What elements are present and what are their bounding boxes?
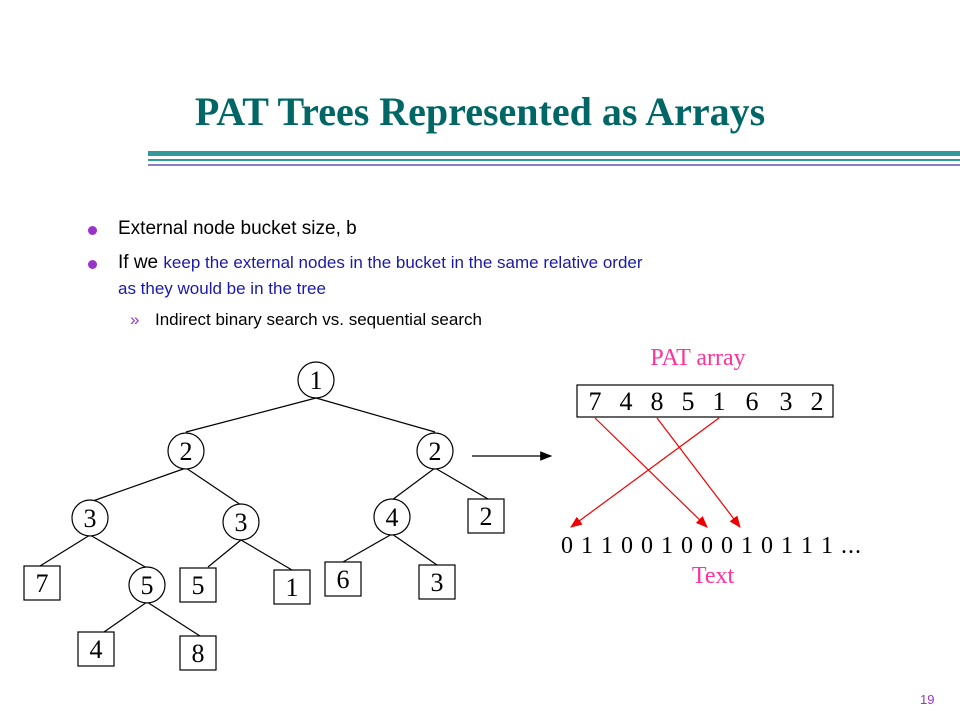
title-rule-purple xyxy=(148,164,960,166)
text-bit-string: 0 1 1 0 0 1 0 0 0 1 0 1 1 1 ... xyxy=(561,533,862,559)
sub-bullet-text: Indirect binary search vs. sequential se… xyxy=(155,310,482,329)
bullet-text: External node bucket size, b xyxy=(118,218,357,239)
pat-array-cell: 7 xyxy=(589,387,602,416)
internal-node xyxy=(71,499,109,537)
tree-edge xyxy=(391,467,436,501)
tree-edge xyxy=(342,533,393,563)
text-label: Text xyxy=(692,563,735,589)
pat-array xyxy=(576,384,834,418)
pat-array-frame xyxy=(576,384,834,418)
tree-edge xyxy=(89,467,187,503)
internal-nodes xyxy=(71,361,454,604)
bullet-bucket-size: External node bucket size, b xyxy=(88,218,888,240)
external-node xyxy=(467,498,505,534)
bullet-dot-icon xyxy=(88,260,97,269)
bullet-relative-order: If we keep the external nodes in the buc… xyxy=(88,250,888,302)
tree-edge xyxy=(207,539,242,568)
pat-array-cell: 6 xyxy=(746,387,759,416)
title-rule-thin xyxy=(148,159,960,161)
tree-edge xyxy=(103,601,148,633)
external-nodes xyxy=(23,498,505,671)
pointer-arrow xyxy=(594,417,708,528)
page-number: 19 xyxy=(920,692,935,707)
external-node xyxy=(273,569,311,605)
external-node-label: 4 xyxy=(90,635,103,664)
external-node-label: 7 xyxy=(36,569,49,598)
pat-array-cell: 8 xyxy=(651,387,664,416)
pointer-arrows xyxy=(570,417,741,528)
internal-node-label: 5 xyxy=(141,571,154,600)
pat-array-cell: 1 xyxy=(713,387,726,416)
external-node-label: 8 xyxy=(192,639,205,668)
internal-node xyxy=(373,498,411,536)
external-node-label: 3 xyxy=(431,568,444,597)
pat-array-cell: 5 xyxy=(682,387,695,416)
external-node xyxy=(77,631,115,667)
internal-node xyxy=(222,503,260,541)
tree-edges xyxy=(39,397,489,637)
tree-edge xyxy=(146,601,201,637)
tree-edge xyxy=(39,534,91,567)
internal-node-label: 3 xyxy=(235,508,248,537)
internal-node xyxy=(297,361,335,399)
sub-bullet-search: » Indirect binary search vs. sequential … xyxy=(88,310,888,330)
tree-edge xyxy=(434,467,489,500)
internal-node xyxy=(128,566,166,604)
internal-node-label: 3 xyxy=(84,504,97,533)
internal-node xyxy=(416,432,454,470)
tree-edge xyxy=(89,534,148,569)
internal-node-label: 4 xyxy=(386,503,399,532)
internal-node-label: 1 xyxy=(310,366,323,395)
internal-node-label: 2 xyxy=(429,437,442,466)
pointer-arrow xyxy=(570,417,720,528)
tree-edge xyxy=(391,533,438,566)
pat-array-cell: 3 xyxy=(780,387,793,416)
pointer-arrow xyxy=(656,417,741,528)
sub-bullet-marker: » xyxy=(130,310,140,329)
external-node xyxy=(179,567,217,603)
pat-array-label: PAT array xyxy=(650,345,745,371)
external-node-label: 5 xyxy=(192,571,205,600)
external-node xyxy=(179,635,217,671)
external-node xyxy=(324,561,362,597)
tree-edge xyxy=(185,397,317,433)
title-rule-thick xyxy=(148,151,960,156)
internal-node xyxy=(167,432,205,470)
external-node-label: 2 xyxy=(480,502,493,531)
bullet-text-line2: as they would be in the tree xyxy=(118,279,326,298)
external-node-label: 1 xyxy=(286,573,299,602)
bullet-text-prefix: If we xyxy=(118,252,159,273)
bullet-text-highlight: keep the external nodes in the bucket in… xyxy=(163,253,643,272)
external-node xyxy=(23,565,61,601)
slide-title: PAT Trees Represented as Arrays xyxy=(194,89,766,134)
bullet-list: External node bucket size, b If we keep … xyxy=(88,218,888,330)
external-node-label: 6 xyxy=(337,565,350,594)
pat-array-cell: 4 xyxy=(620,387,633,416)
tree-edge xyxy=(315,397,436,433)
external-node xyxy=(418,564,456,600)
tree-edge xyxy=(185,467,242,506)
pat-array-cell: 2 xyxy=(811,387,824,416)
bullet-dot-icon xyxy=(88,226,97,235)
internal-node-label: 2 xyxy=(180,437,193,466)
tree-edge xyxy=(240,539,293,571)
